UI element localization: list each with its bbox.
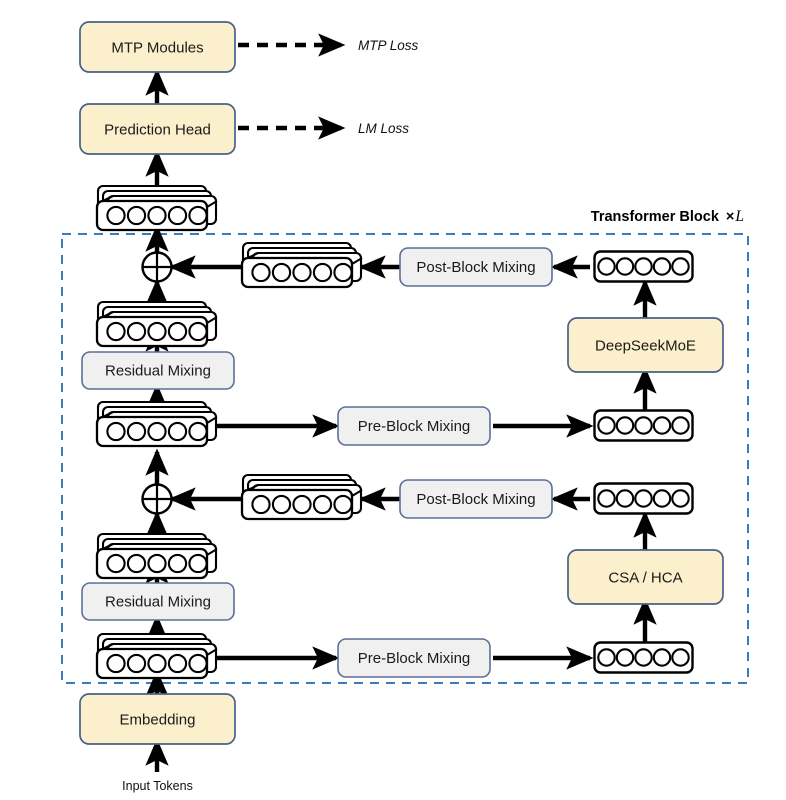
token-stack-block-upper-in [95, 400, 219, 448]
embedding-box[interactable]: Embedding [79, 693, 236, 745]
repeat-times-symbol: × [726, 209, 734, 225]
pre-block-mixing-lower-box[interactable]: Pre-Block Mixing [337, 638, 491, 678]
token-stack-output [95, 184, 219, 232]
pre-block-mixing-upper-box[interactable]: Pre-Block Mixing [337, 406, 491, 446]
input-tokens-label: Input Tokens [122, 779, 193, 793]
lm-loss-label: LM Loss [358, 121, 409, 136]
token-stack-postblock-upper-out [240, 241, 364, 289]
residual-mixing-lower-box[interactable]: Residual Mixing [81, 582, 235, 621]
residual-add-lower [141, 483, 173, 515]
transformer-block-region [61, 233, 749, 684]
prediction-head-box[interactable]: Prediction Head [79, 103, 236, 155]
residual-mixing-lower-label: Residual Mixing [105, 594, 211, 611]
token-row-preblock-upper-out [593, 409, 694, 442]
repeat-count-symbol: L [734, 208, 744, 225]
csa-hca-label: CSA / HCA [608, 570, 682, 587]
mtp-modules-label: MTP Modules [111, 40, 203, 57]
pre-block-mixing-upper-label: Pre-Block Mixing [358, 418, 471, 435]
token-row-csa-out [593, 482, 694, 515]
embedding-label: Embedding [120, 712, 196, 729]
transformer-block-title: Transformer Block [591, 209, 720, 225]
post-block-mixing-upper-label: Post-Block Mixing [416, 259, 535, 276]
mtp-loss-label: MTP Loss [358, 38, 419, 53]
pre-block-mixing-lower-label: Pre-Block Mixing [358, 650, 471, 667]
token-stack-postblock-lower-out [240, 473, 364, 521]
token-stack-residual-lower-out [95, 532, 219, 580]
residual-add-upper [141, 251, 173, 283]
post-block-mixing-lower-label: Post-Block Mixing [416, 491, 535, 508]
transformer-block-label: Transformer Block ×L [591, 208, 744, 225]
residual-mixing-upper-box[interactable]: Residual Mixing [81, 351, 235, 390]
token-stack-residual-upper-out [95, 300, 219, 348]
token-row-preblock-lower-out [593, 641, 694, 674]
deepseekmoe-label: DeepSeekMoE [595, 338, 696, 355]
residual-mixing-upper-label: Residual Mixing [105, 363, 211, 380]
token-stack-embedding-out [95, 632, 219, 680]
csa-hca-box[interactable]: CSA / HCA [567, 549, 724, 605]
token-row-moe-out [593, 250, 694, 283]
deepseekmoe-box[interactable]: DeepSeekMoE [567, 317, 724, 373]
prediction-head-label: Prediction Head [104, 122, 211, 139]
post-block-mixing-upper-box[interactable]: Post-Block Mixing [399, 247, 553, 287]
post-block-mixing-lower-box[interactable]: Post-Block Mixing [399, 479, 553, 519]
mtp-modules-box[interactable]: MTP Modules [79, 21, 236, 73]
